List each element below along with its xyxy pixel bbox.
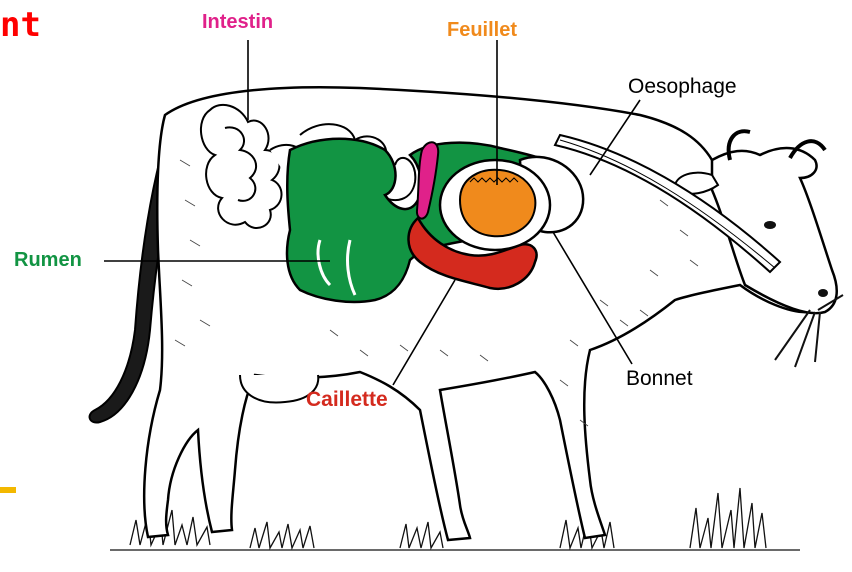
accent-bar xyxy=(0,487,16,493)
label-oesophage: Oesophage xyxy=(628,76,737,97)
label-caillette: Caillette xyxy=(306,389,388,410)
cow-nostril xyxy=(818,289,828,297)
label-intestin: Intestin xyxy=(202,12,273,32)
cow-eye xyxy=(764,221,776,229)
label-rumen: Rumen xyxy=(14,250,82,270)
label-bonnet: Bonnet xyxy=(626,368,693,389)
label-feuillet: Feuillet xyxy=(447,20,517,40)
